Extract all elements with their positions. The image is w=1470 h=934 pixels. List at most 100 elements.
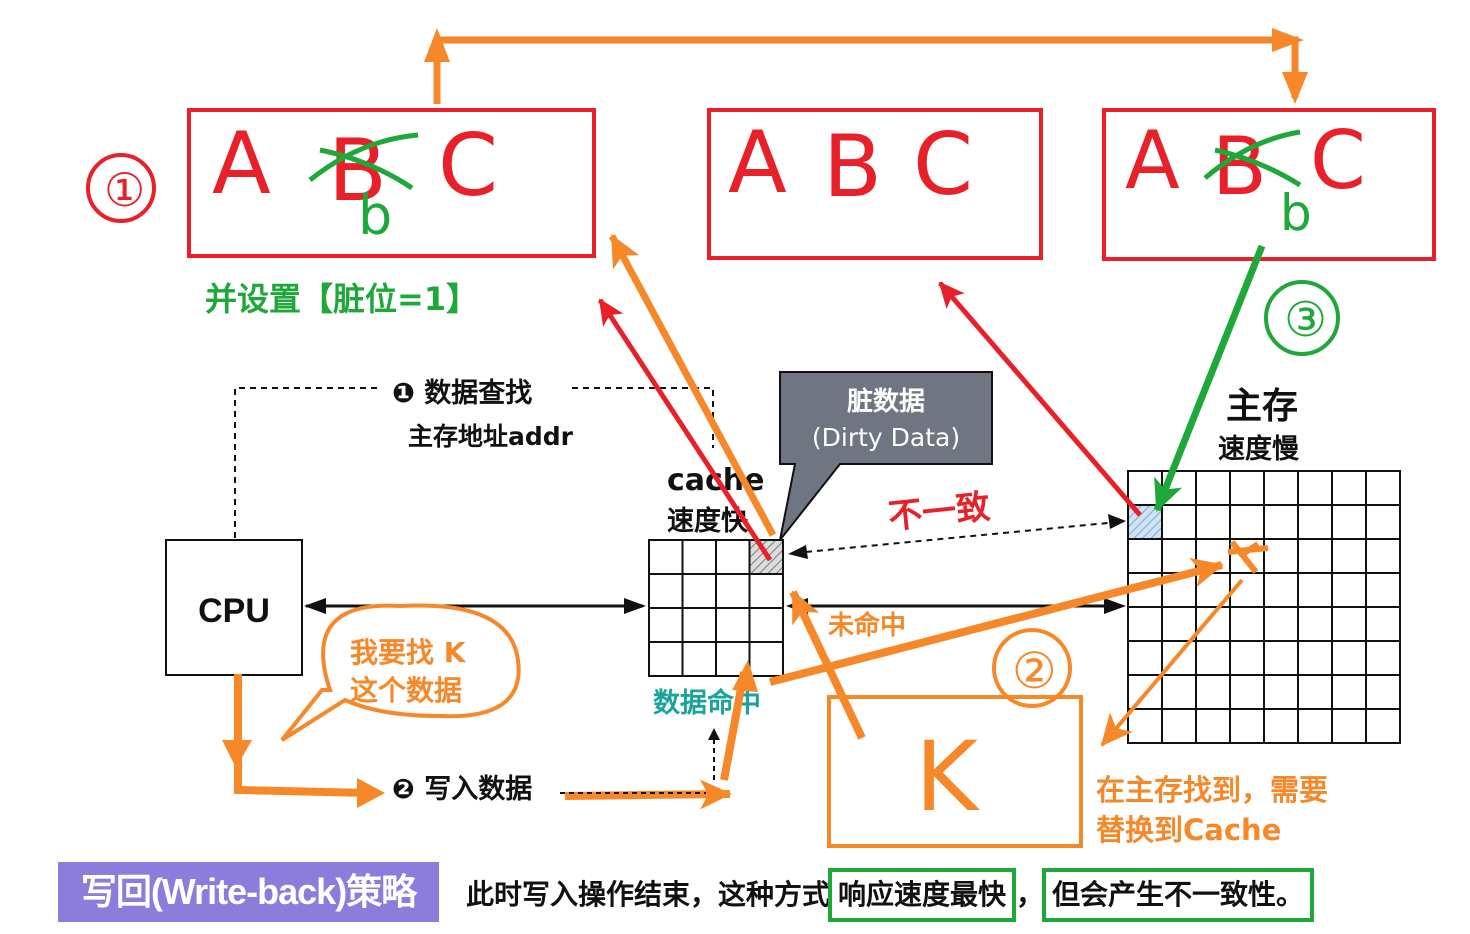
- grid-cell: [648, 607, 684, 643]
- orange-arrow-cache-to-box1: [608, 234, 777, 537]
- grid-cell: [1331, 606, 1367, 642]
- grid-cell: [1263, 538, 1299, 574]
- grid-cell: [1297, 708, 1333, 744]
- main-memory-grid: [1127, 470, 1401, 744]
- write-hit-dashed-arrowhead: [708, 728, 720, 740]
- grid-cell: [1331, 538, 1367, 574]
- orange-arrow-cache-to-memory: [768, 557, 1224, 686]
- box2-letter-a: A: [728, 113, 787, 213]
- lookup-path-left: [234, 387, 380, 538]
- speech-line-2: 这个数据: [350, 674, 462, 707]
- grid-cell: [1229, 504, 1265, 540]
- grid-cell: [1229, 470, 1265, 506]
- step3-label: ③: [1284, 292, 1327, 348]
- grid-cell: [1263, 640, 1299, 676]
- grid-cell: [681, 607, 717, 643]
- grid-cell: [1297, 504, 1333, 540]
- grid-cell: [648, 539, 684, 575]
- grid-cell: [1297, 538, 1333, 574]
- step1-circle: [86, 153, 156, 223]
- box3-correction: b: [1280, 184, 1312, 242]
- orange-path-cpu-down: [234, 674, 371, 797]
- red-arrow-cache-to-box1: [597, 298, 773, 562]
- grid-cell: [1365, 504, 1401, 540]
- grid-cell: [1195, 640, 1231, 676]
- grid-cell: [1297, 470, 1333, 506]
- orange-arrow-memory-to-note: [1100, 578, 1244, 747]
- cache-hit-label: 数据命中: [653, 687, 761, 719]
- grid-cell: [1195, 504, 1231, 540]
- memory-box-3: A B C b: [1102, 108, 1436, 261]
- box2-letter-b: B: [823, 117, 882, 217]
- grid-cell: [1127, 640, 1163, 676]
- highlight-fastest-response: 响应速度最快: [828, 868, 1017, 922]
- grid-cell: [715, 607, 751, 643]
- grid-cell: [1161, 538, 1197, 574]
- step2-label: ②: [1012, 642, 1057, 700]
- strategy-banner: 写回(Write-back)策略: [58, 862, 439, 922]
- address-label: 主存地址addr: [408, 422, 574, 451]
- grid-cell: [1127, 538, 1163, 574]
- orange-arrow-write-to-cache: [564, 779, 732, 810]
- grid-cell: [681, 641, 717, 677]
- grid-cell: [748, 573, 784, 609]
- cpu-label: CPU: [198, 592, 270, 630]
- box1-letter-c: C: [438, 116, 498, 216]
- step3-circle: [1264, 280, 1340, 356]
- grid-cell: [1263, 674, 1299, 710]
- footer-separator: ，: [1016, 878, 1045, 911]
- grid-cell: [681, 573, 717, 609]
- lookup-step-label: ❶ 数据查找: [392, 378, 532, 409]
- grid-cell: [1331, 640, 1367, 676]
- orange-path-cpu-down-arrowhead: [222, 740, 252, 768]
- highlight-inconsistency: 但会产生不一致性。: [1042, 868, 1315, 922]
- grid-cell: [1331, 572, 1367, 608]
- grid-cell: [1161, 708, 1197, 744]
- memory-box-1: A B C b: [187, 108, 596, 258]
- grid-cell: [1195, 708, 1231, 744]
- grid-cell: [1263, 504, 1299, 540]
- grid-cell: [1331, 708, 1367, 744]
- grid-cell: [1127, 606, 1163, 642]
- box3-strike-mark-2: [1214, 147, 1302, 188]
- grid-cell: [748, 641, 784, 677]
- grid-cell: [715, 539, 751, 575]
- green-arrow-box3-to-memory: [1153, 244, 1266, 512]
- grid-cell: [1195, 470, 1231, 506]
- main-memory-label: 主存: [1226, 386, 1298, 427]
- main-memory-speed-label: 速度慢: [1218, 433, 1300, 465]
- grid-cell: [1263, 708, 1299, 744]
- grid-cell: [1127, 470, 1163, 506]
- box3-letter-a: A: [1125, 114, 1180, 207]
- k-letter: K: [915, 721, 980, 833]
- grid-cell: [1263, 572, 1299, 608]
- step2-circle: [992, 628, 1072, 708]
- dirty-data-subtitle: (Dirty Data): [812, 423, 960, 452]
- write-step-label: ❷ 写入数据: [392, 774, 532, 805]
- grid-cell: [1331, 470, 1367, 506]
- box2-letter-c: C: [913, 115, 973, 215]
- top-transfer-arrowhead-right: [1272, 28, 1304, 52]
- step1-label: ①: [104, 163, 145, 217]
- box1-strike-mark-2: [319, 147, 414, 191]
- box1-strike-mark: [308, 132, 419, 182]
- box3-letter-c: C: [1310, 114, 1366, 207]
- inconsistent-link-arrowhead-right: [1108, 514, 1126, 529]
- grid-cell: [1161, 674, 1197, 710]
- grid-cell: [1263, 606, 1299, 642]
- grid-cell: [1229, 606, 1265, 642]
- grid-cell: [1365, 640, 1401, 676]
- orange-path-cpu-right-arrowhead: [357, 778, 385, 808]
- memory-box-2: A B C: [707, 108, 1043, 260]
- cache-memory-link-arrowhead-right: [1104, 598, 1126, 614]
- grid-cell: [1365, 606, 1401, 642]
- grid-cell: [748, 607, 784, 643]
- grid-cell: [648, 641, 684, 677]
- grid-cell: [1229, 640, 1265, 676]
- grid-cell: [1365, 572, 1401, 608]
- cache-grid: [648, 539, 784, 677]
- grid-cell: [1365, 708, 1401, 744]
- grid-cell: [715, 573, 751, 609]
- footer-prefix: 此时写入操作结束，这种方式: [466, 878, 831, 911]
